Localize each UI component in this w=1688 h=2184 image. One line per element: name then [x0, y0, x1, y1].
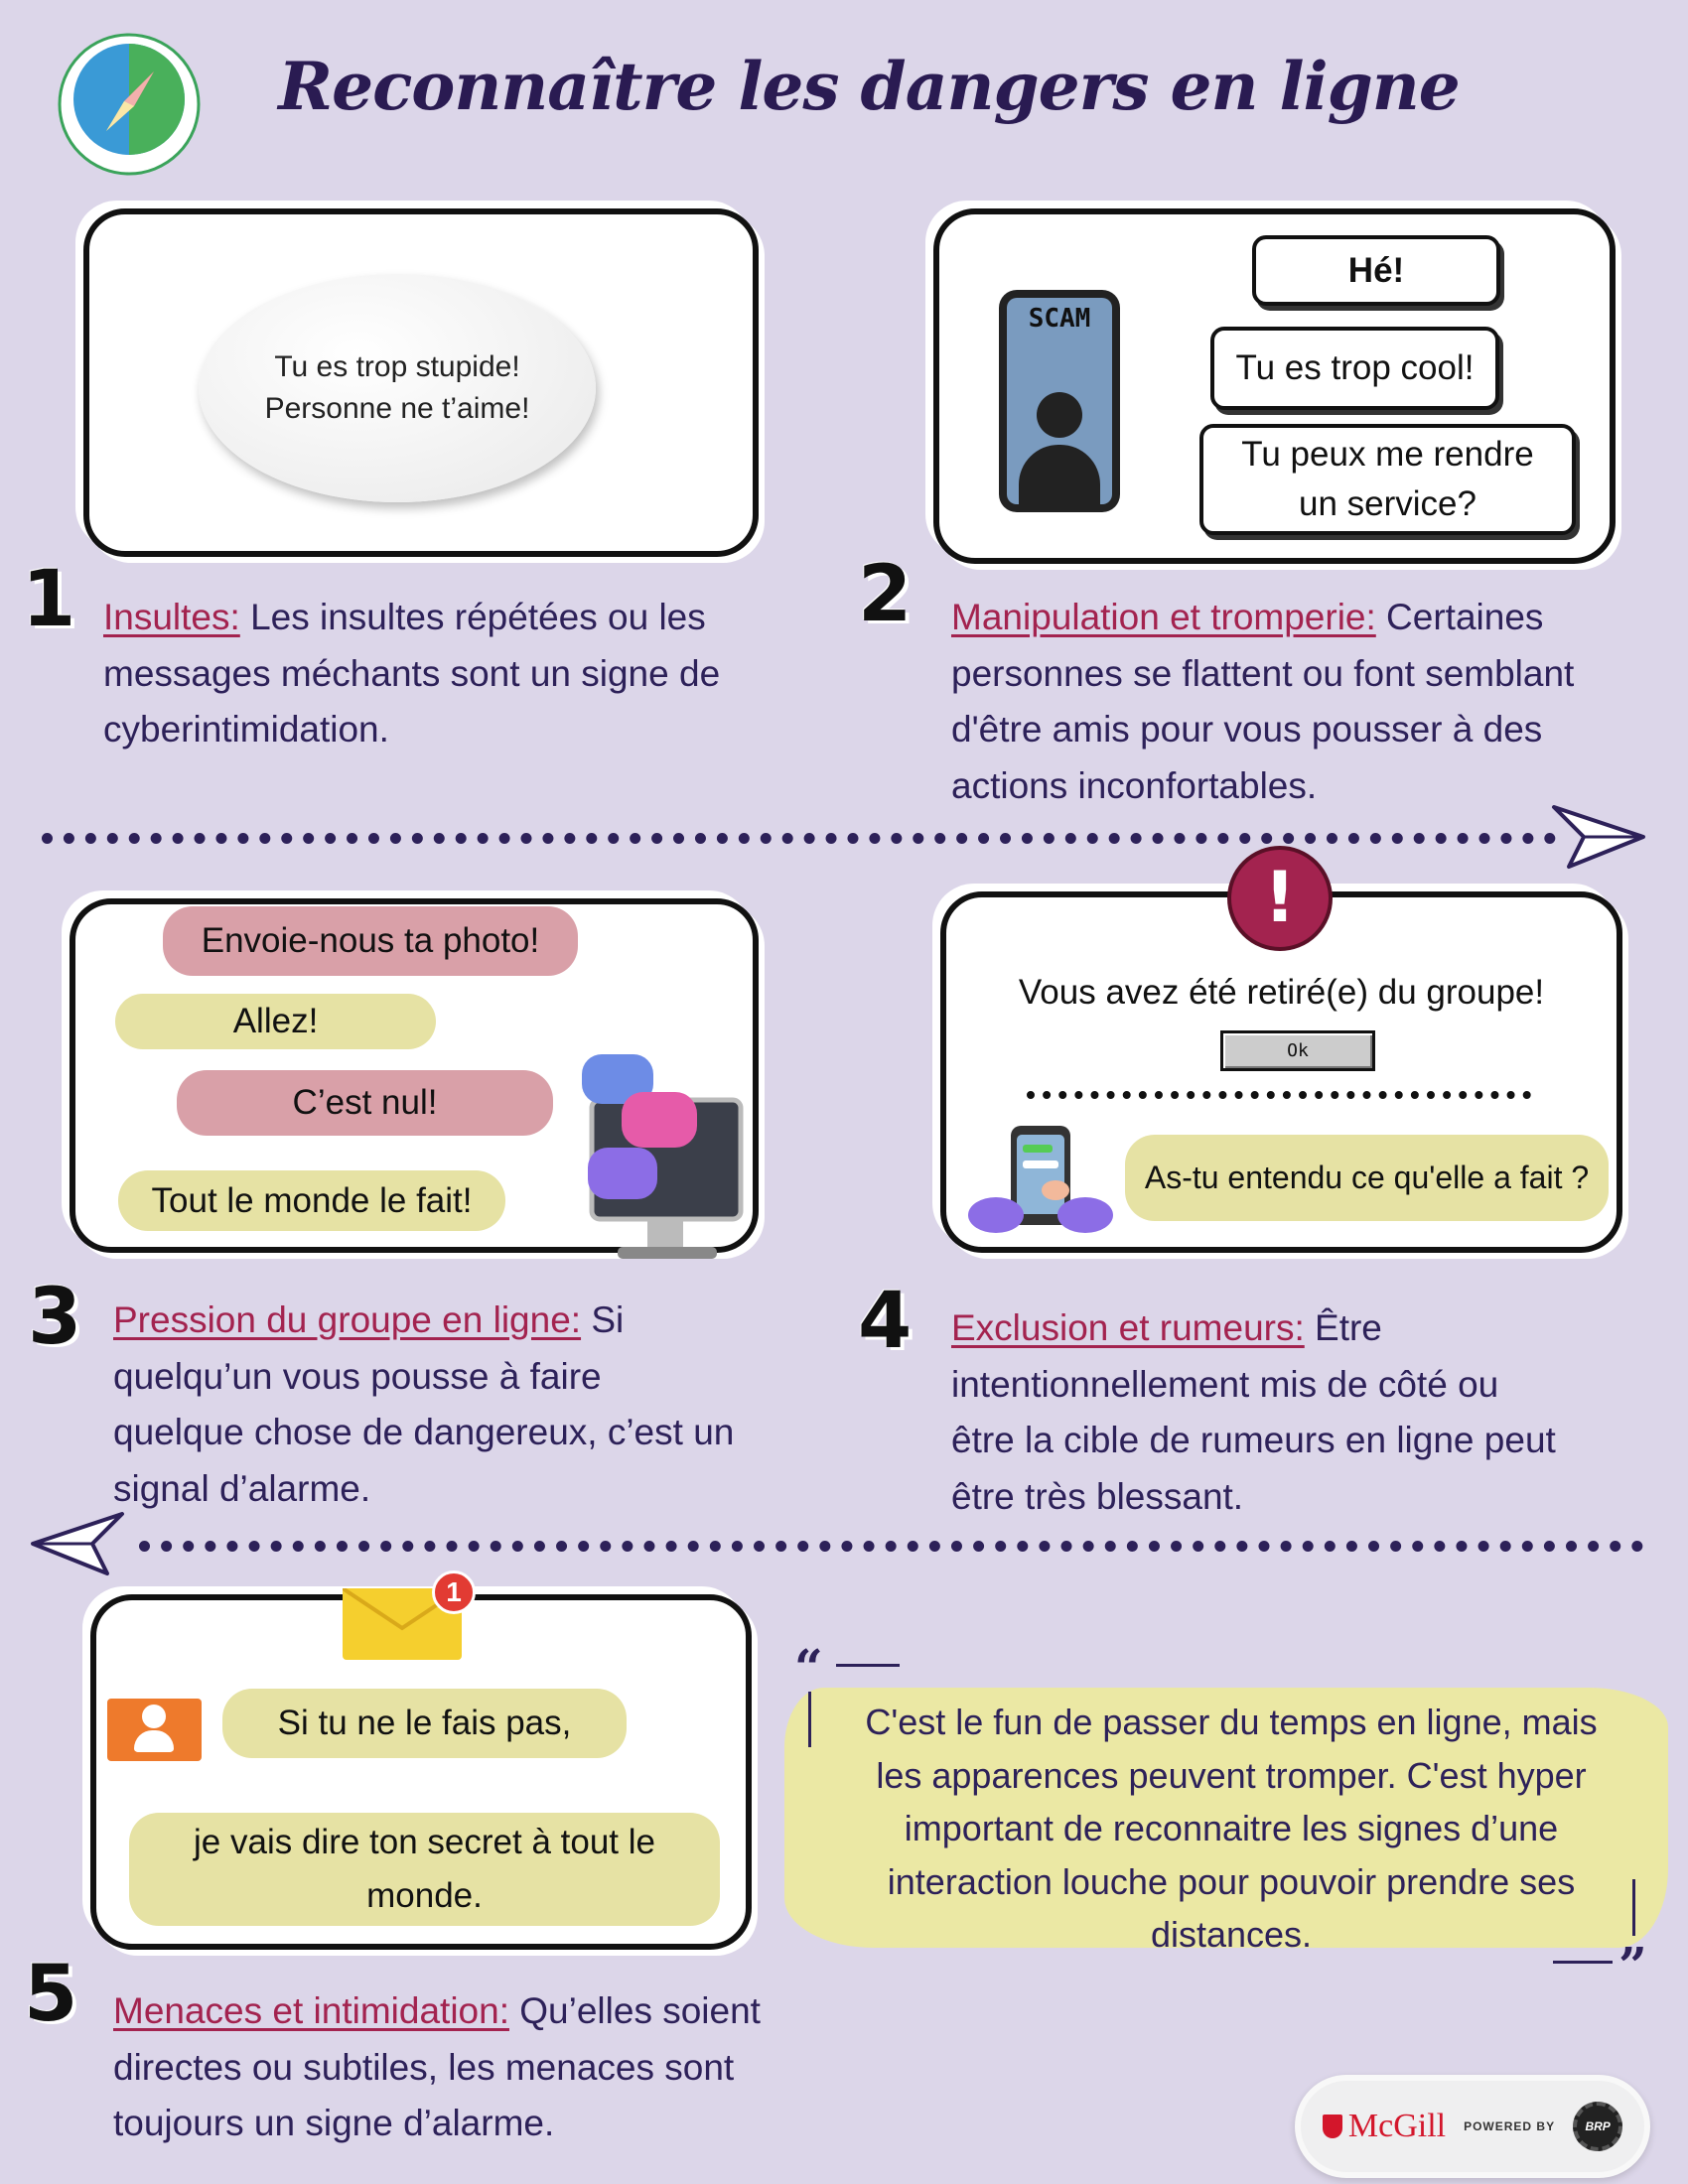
item-text: être très blessant. [951, 1475, 1244, 1517]
item-text: actions inconfortables. [951, 764, 1318, 806]
quote-rule [1632, 1879, 1635, 1936]
highlight-brush [784, 1688, 1668, 1948]
panel-exclusion: Vous avez été retiré(e) du groupe! Ok As… [940, 891, 1622, 1253]
item-text: d'être amis pour vous pousser à des [951, 709, 1543, 750]
chat-bubble: As-tu entendu ce qu'elle a fait ? [1125, 1135, 1609, 1221]
item-text: toujours un signe d’alarme. [113, 2103, 555, 2143]
alert-exclamation-icon: ! [1227, 846, 1333, 951]
chat-bubble: Tout le monde le fait! [118, 1170, 505, 1231]
chat-bubble: Tu es trop cool! [1210, 327, 1499, 410]
page-title: Reconnaître les dangers en ligne [278, 48, 1460, 125]
bubble-line: Tu es trop stupide! [274, 350, 520, 383]
envelope-notification-icon: 1 [343, 1570, 476, 1660]
scam-phone-icon: SCAM [999, 290, 1120, 512]
panel-insults: Tu es trop stupide! Personne ne t’aime! [83, 208, 759, 557]
quote-text: C'est le fun de passer du temps en ligne… [814, 1696, 1648, 1962]
quote-line: distances. [1150, 1914, 1313, 1955]
sponsor-badge: McGill POWERED BY BRP [1295, 2075, 1650, 2178]
chat-bubble: Envoie-nous ta photo! [163, 906, 578, 976]
item-text: messages méchants sont un signe de [103, 652, 721, 694]
quote-line: C'est le fun de passer du temps en ligne… [865, 1702, 1598, 1742]
panel-manipulation: SCAM Hé! Tu es trop cool! Tu peux me ren… [933, 208, 1616, 564]
quote-rule [836, 1664, 900, 1667]
ok-button[interactable]: Ok [1220, 1030, 1375, 1071]
quote-rule [1553, 1961, 1613, 1964]
item-heading: Insultes: [103, 597, 240, 637]
item-text: être la cible de rumeurs en ligne peut [951, 1420, 1556, 1460]
item-heading: Exclusion et rumeurs: [951, 1307, 1305, 1348]
item-heading: Pression du groupe en ligne: [113, 1299, 582, 1340]
alert-text: Vous avez été retiré(e) du groupe! [1018, 973, 1545, 1012]
quote-line: important de reconnaitre les signes d’un… [904, 1808, 1559, 1848]
chat-bubble: Hé! [1252, 235, 1500, 306]
quote-rule [808, 1692, 811, 1747]
item-text: Si [581, 1299, 625, 1340]
item-text: cyberintimidation. [103, 709, 389, 750]
number-1: 1 [22, 555, 76, 644]
item-peer-pressure: Pression du groupe en ligne: Si quelqu’u… [113, 1293, 734, 1517]
chat-bubble: Si tu ne le fais pas, [222, 1689, 627, 1758]
item-text: personnes se flattent ou font semblant [951, 652, 1575, 694]
paper-plane-icon [1549, 802, 1648, 877]
item-text: quelque chose de dangereux, c’est un [113, 1412, 735, 1452]
youth-digital-compass-logo [57, 32, 202, 177]
dotted-line [1027, 1091, 1531, 1099]
scam-label: SCAM [1028, 304, 1091, 334]
mcgill-logo: McGill [1347, 2108, 1447, 2144]
chat-bubble: Tu peux me rendre un service? [1199, 424, 1576, 535]
number-5: 5 [24, 1950, 78, 2039]
item-exclusion: Exclusion et rumeurs: Être intentionnell… [951, 1300, 1556, 1525]
close-quote-icon: ” [1618, 1936, 1647, 1994]
number-3: 3 [28, 1273, 82, 1362]
item-text: quelqu’un vous pousse à faire [113, 1355, 602, 1397]
item-text: Qu’elles soient [508, 1990, 761, 2031]
dotted-divider [42, 833, 1556, 844]
brp-logo: BRP [1573, 2102, 1623, 2151]
phone-hands-icon [961, 1121, 1120, 1240]
item-text: directes ou subtiles, les menaces sont [113, 2046, 735, 2088]
bubble-line: Personne ne t’aime! [264, 392, 530, 425]
quote-line: interaction louche pour pouvoir prendre … [887, 1860, 1576, 1902]
number-4: 4 [858, 1277, 913, 1366]
chat-bubble: C’est nul! [177, 1070, 553, 1136]
item-text: Les insultes répétées ou les [239, 597, 706, 637]
item-text: Être [1304, 1307, 1382, 1348]
item-text: Certaines [1375, 597, 1544, 637]
item-heading: Menaces et intimidation: [113, 1990, 509, 2031]
item-insults: Insultes: Les insultes répétées ou les m… [103, 590, 720, 758]
panel-threats: Si tu ne le fais pas, je vais dire ton s… [90, 1594, 752, 1950]
chat-bubble: Allez! [115, 994, 436, 1049]
speech-bubble: Tu es trop stupide! Personne ne t’aime! [199, 274, 596, 502]
item-heading: Manipulation et tromperie: [951, 597, 1376, 637]
item-text: signal d’alarme. [113, 1467, 371, 1509]
item-manipulation: Manipulation et tromperie: Certaines per… [951, 590, 1574, 814]
powered-by-label: POWERED BY [1464, 2119, 1556, 2133]
quote-line: les apparences peuvent tromper. C'est hy… [876, 1754, 1587, 1796]
item-threats: Menaces et intimidation: Qu’elles soient… [113, 1983, 761, 2152]
chat-monitor-icon [578, 1044, 752, 1274]
chat-bubble: je vais dire ton secret à tout le monde. [129, 1813, 720, 1926]
mcgill-shield-icon [1322, 2115, 1342, 2138]
user-icon [107, 1699, 202, 1761]
open-quote-icon: “ [794, 1638, 823, 1697]
dotted-divider [139, 1541, 1643, 1552]
item-text: intentionnellement mis de côté ou [951, 1363, 1499, 1405]
paper-plane-icon [28, 1509, 127, 1583]
number-2: 2 [858, 550, 913, 639]
notification-badge: 1 [432, 1570, 476, 1614]
